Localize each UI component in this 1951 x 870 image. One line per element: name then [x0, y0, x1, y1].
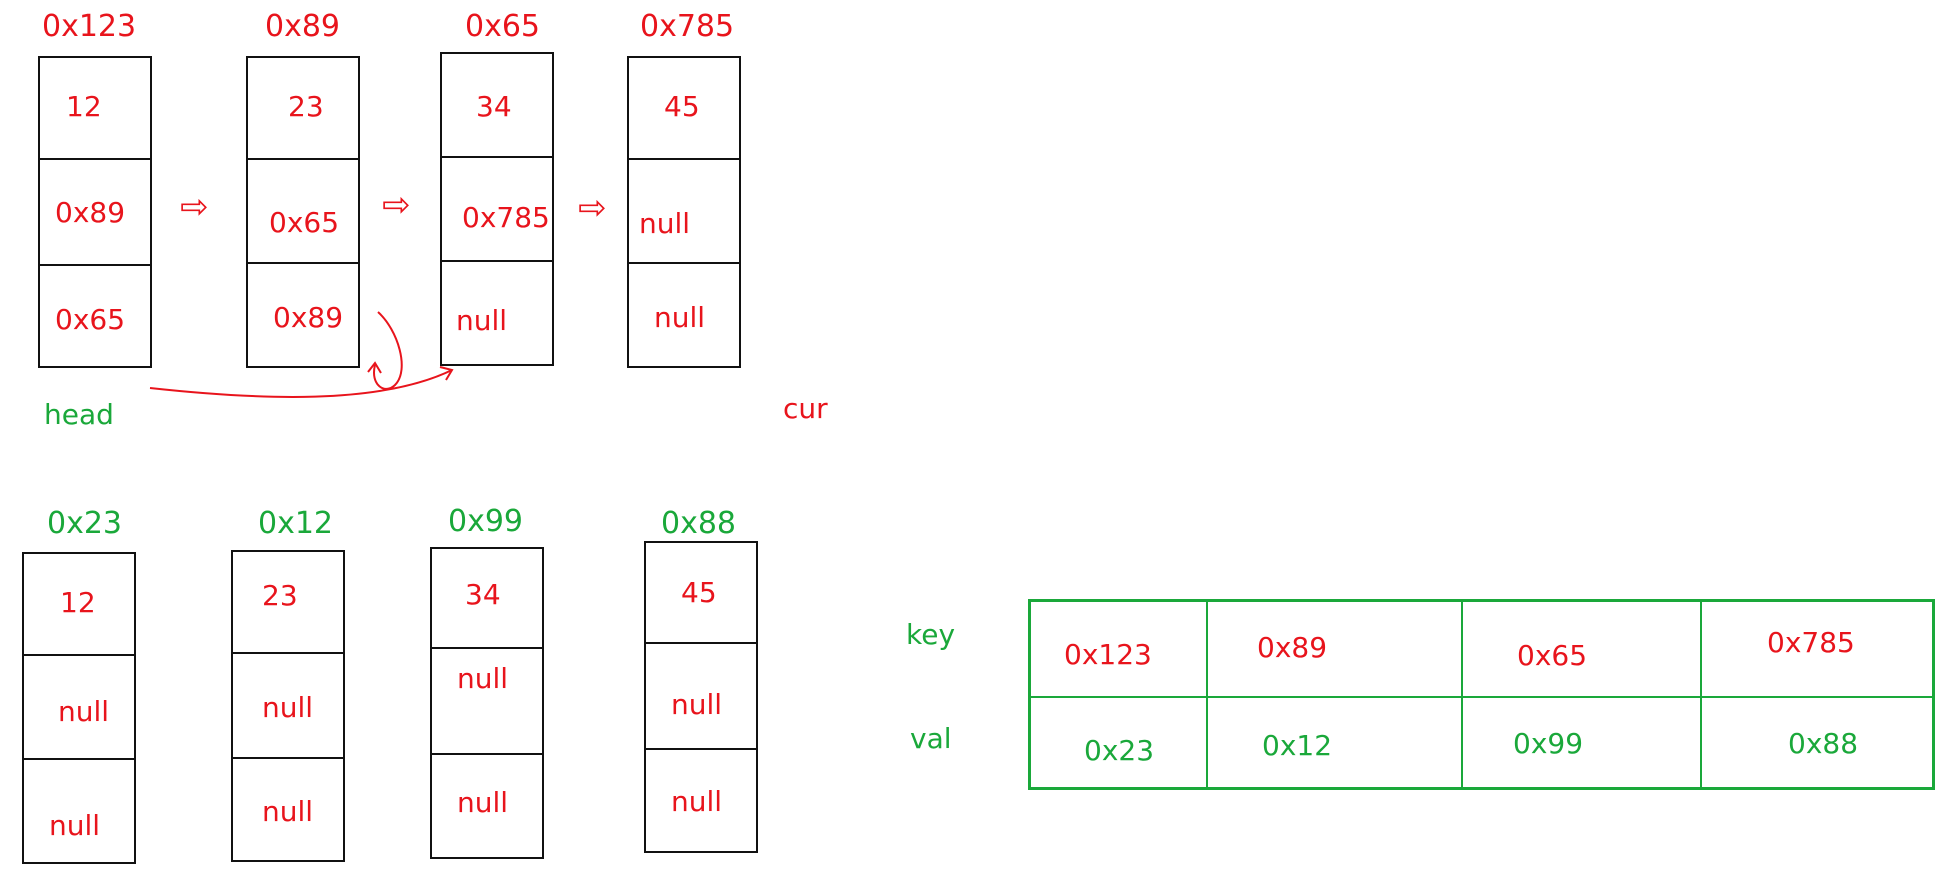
node-divider [627, 158, 741, 160]
node-val: 45 [664, 90, 700, 123]
node-random: null [49, 809, 101, 842]
original-node-address: 0x785 [640, 9, 735, 44]
node-divider [440, 260, 554, 262]
table-row-divider [1028, 696, 1935, 698]
next-arrow-icon: ⇨ [180, 187, 209, 227]
node-divider [231, 757, 345, 759]
node-random: 0x89 [273, 301, 344, 334]
map-val-cell: 0x23 [1084, 734, 1155, 767]
map-key-cell: 0x785 [1767, 626, 1855, 659]
original-node: 12 0x89 0x65 [38, 56, 152, 368]
arrowhead-icon [439, 366, 454, 381]
node-divider [22, 654, 136, 656]
node-divider [440, 156, 554, 158]
table-col-divider [1461, 602, 1463, 787]
head-label: head [44, 398, 114, 431]
node-divider [246, 158, 360, 160]
map-key-label: key [906, 618, 956, 651]
copied-node: 12 null null [22, 552, 136, 864]
random-pointer-arrow-head-to-node3 [149, 369, 453, 398]
node-next: 0x89 [55, 196, 126, 229]
node-divider [644, 642, 758, 644]
arrowhead-icon [367, 361, 382, 374]
random-pointer-self-loop [373, 311, 403, 390]
node-next: 0x785 [462, 201, 550, 234]
copied-node: 45 null null [644, 541, 758, 853]
node-divider [644, 748, 758, 750]
copied-node-address: 0x99 [448, 504, 524, 539]
cur-label: cur [783, 392, 828, 425]
original-node-address: 0x123 [42, 9, 137, 44]
node-random: null [654, 301, 706, 334]
node-val: 23 [288, 90, 324, 123]
node-next: null [639, 207, 691, 240]
table-col-divider [1700, 602, 1702, 787]
node-divider [22, 758, 136, 760]
map-key-cell: 0x89 [1257, 631, 1328, 664]
node-next: null [58, 695, 110, 728]
map-val-cell: 0x12 [1262, 729, 1333, 762]
map-key-cell: 0x65 [1517, 639, 1588, 672]
node-next: null [262, 691, 314, 724]
node-random: null [262, 795, 314, 828]
node-val: 12 [66, 90, 102, 123]
copied-node-address: 0x88 [661, 506, 737, 541]
table-col-divider [1206, 602, 1208, 787]
original-node-address: 0x89 [265, 9, 341, 44]
node-random: 0x65 [55, 303, 126, 336]
copied-node: 23 null null [231, 550, 345, 862]
node-next: null [671, 688, 723, 721]
node-val: 34 [465, 578, 501, 611]
node-next: null [457, 662, 509, 695]
map-val-cell: 0x88 [1788, 727, 1859, 760]
node-val: 45 [681, 576, 717, 609]
node-divider [231, 652, 345, 654]
map-key-cell: 0x123 [1064, 638, 1152, 671]
node-divider [627, 262, 741, 264]
copied-node-address: 0x23 [47, 506, 123, 541]
node-divider [246, 262, 360, 264]
original-node: 34 0x785 null [440, 52, 554, 366]
node-random: null [671, 785, 723, 818]
original-node: 23 0x65 0x89 [246, 56, 360, 368]
next-arrow-icon: ⇨ [382, 185, 411, 225]
node-divider [38, 158, 152, 160]
hashmap-table: 0x123 0x89 0x65 0x785 0x23 0x12 0x99 0x8… [1028, 599, 1935, 790]
node-divider [38, 264, 152, 266]
node-val: 34 [476, 90, 512, 123]
node-divider [430, 647, 544, 649]
node-val: 12 [60, 586, 96, 619]
node-random: null [456, 304, 508, 337]
copied-node: 34 null null [430, 547, 544, 859]
map-val-label: val [910, 722, 952, 755]
node-val: 23 [262, 579, 298, 612]
next-arrow-icon: ⇨ [578, 188, 607, 228]
copied-node-address: 0x12 [258, 506, 334, 541]
node-divider [430, 753, 544, 755]
map-val-cell: 0x99 [1513, 727, 1584, 760]
original-node: 45 null null [627, 56, 741, 368]
node-next: 0x65 [269, 206, 340, 239]
original-node-address: 0x65 [465, 9, 541, 44]
node-random: null [457, 786, 509, 819]
